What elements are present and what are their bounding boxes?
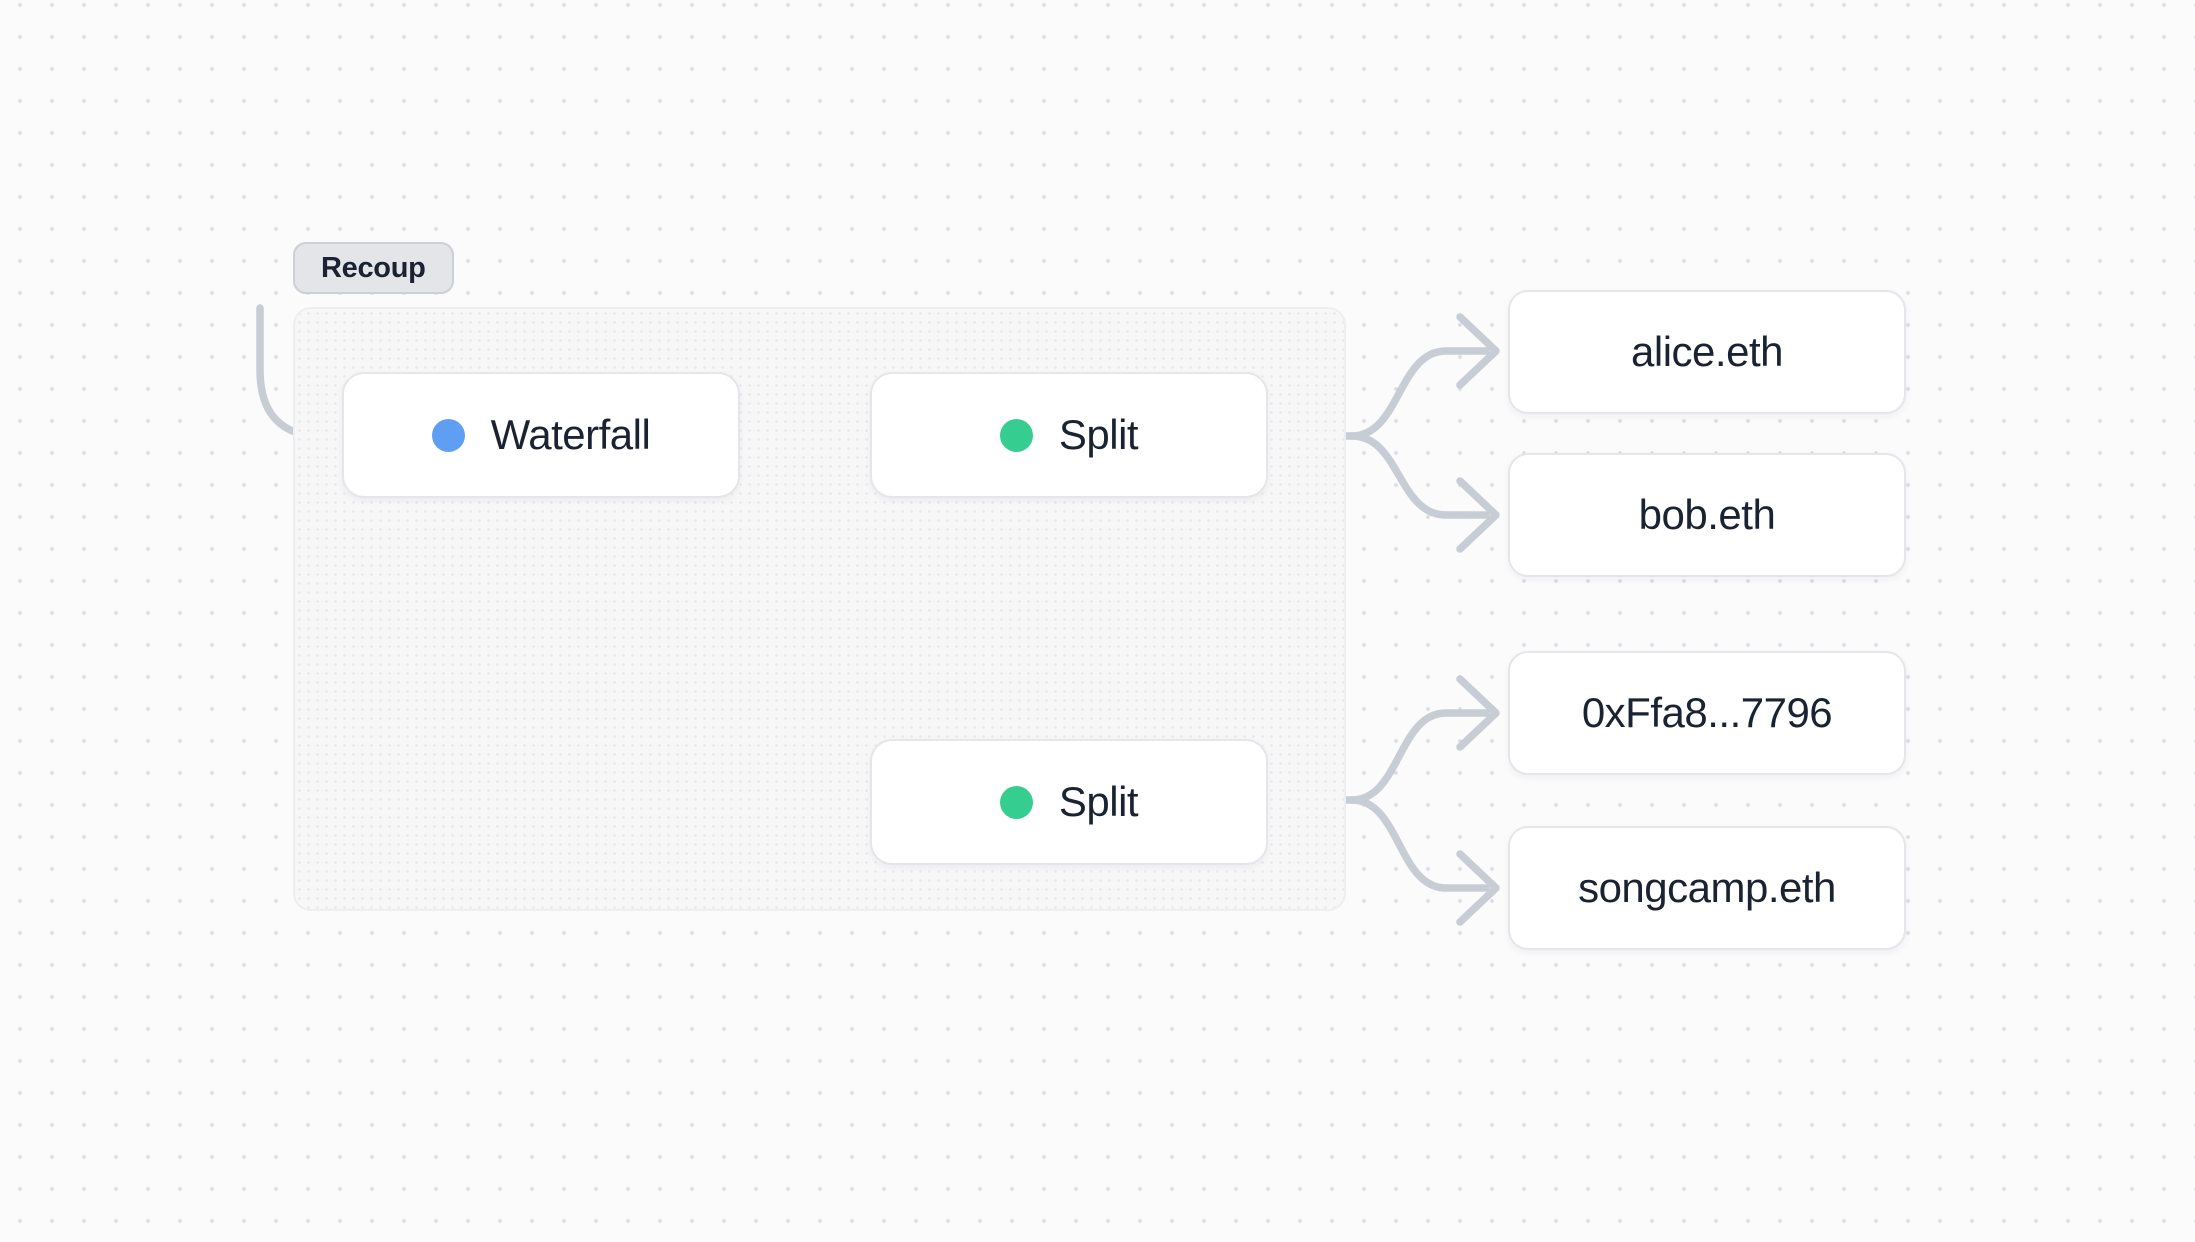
split-dot-icon [999,418,1033,452]
recoup-group-tab[interactable]: Recoup [293,242,454,294]
split-dot-icon [999,785,1033,819]
node-label: Split [1058,411,1139,458]
recipient-label: bob.eth [1638,491,1776,538]
waterfall-node[interactable]: Waterfall [342,372,740,498]
node-label: Waterfall [490,411,651,458]
recipient-node-0xffa8[interactable]: 0xFfa8...7796 [1508,651,1906,775]
split-node-top[interactable]: Split [870,372,1268,498]
group-label: Recoup [321,251,426,284]
edge-split-top-to-bob [1348,432,1500,553]
split-node-bottom[interactable]: Split [870,739,1268,865]
edge-split-bottom-to-songcamp [1348,796,1500,926]
recipient-node-bob[interactable]: bob.eth [1508,453,1906,577]
recipient-node-alice[interactable]: alice.eth [1508,290,1906,414]
recipient-label: songcamp.eth [1578,864,1836,911]
recipient-label: 0xFfa8...7796 [1581,689,1833,736]
recipient-label: alice.eth [1631,328,1783,375]
waterfall-dot-icon [431,418,465,452]
recipient-node-songcamp[interactable]: songcamp.eth [1508,826,1906,950]
node-label: Split [1058,778,1139,825]
